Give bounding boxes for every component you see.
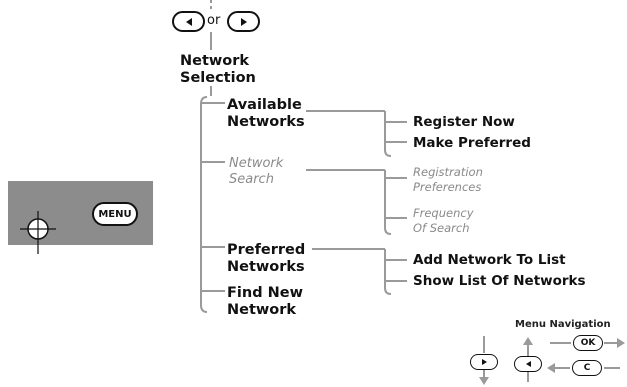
submenu-item-make-preferred[interactable]: Make Preferred	[413, 135, 531, 151]
submenu-item-show-list-of-networks[interactable]: Show List Of Networks	[413, 273, 586, 289]
menu-item-label-line1: Network	[229, 156, 284, 171]
menu-item-network-search: Network Search	[229, 156, 283, 188]
menu-item-available-networks[interactable]: Available Networks	[227, 97, 305, 131]
legend-ok-key: OK	[573, 335, 603, 351]
legend-title: Menu Navigation	[515, 319, 611, 330]
menu-item-label-line1: Find New	[227, 285, 303, 301]
submenu-label-line2: Preferences	[413, 180, 482, 194]
or-label: or	[207, 13, 221, 28]
menu-item-find-new-network[interactable]: Find New Network	[227, 285, 303, 319]
right-arrow-icon	[240, 17, 247, 26]
ok-label: OK	[580, 338, 596, 348]
legend-right-key	[470, 354, 498, 370]
left-arrow-icon	[185, 17, 192, 26]
menu-item-label-line1: Preferred	[227, 242, 306, 258]
submenu-label-line2: Of Search	[413, 221, 470, 235]
menu-button[interactable]: MENU	[92, 202, 138, 226]
submenu-item-registration-preferences: Registration Preferences	[413, 165, 483, 195]
menu-item-label-line2: Search	[229, 172, 274, 187]
left-arrow-icon	[525, 361, 531, 367]
menu-item-label-line2: Network	[227, 302, 297, 318]
menu-item-preferred-networks[interactable]: Preferred Networks	[227, 242, 305, 276]
menu-item-label-line2: Networks	[227, 259, 305, 275]
submenu-label-line1: Registration	[413, 165, 483, 179]
submenu-label-line1: Frequency	[413, 206, 474, 220]
root-node: Network Selection	[180, 53, 256, 87]
right-arrow-icon	[481, 359, 487, 365]
menu-button-label: MENU	[98, 208, 132, 220]
legend-left-key	[514, 356, 542, 372]
root-line2: Selection	[180, 70, 256, 86]
submenu-item-register-now[interactable]: Register Now	[413, 114, 515, 130]
left-key-button[interactable]	[172, 11, 205, 32]
right-key-button[interactable]	[227, 11, 260, 32]
legend-c-key: C	[572, 360, 602, 376]
menu-item-label-line2: Networks	[227, 114, 305, 130]
c-label: C	[583, 363, 591, 373]
root-line1: Network	[180, 53, 250, 69]
submenu-item-add-network-to-list[interactable]: Add Network To List	[413, 252, 566, 268]
submenu-item-frequency-of-search: Frequency Of Search	[413, 206, 474, 236]
menu-item-label-line1: Available	[227, 97, 302, 113]
